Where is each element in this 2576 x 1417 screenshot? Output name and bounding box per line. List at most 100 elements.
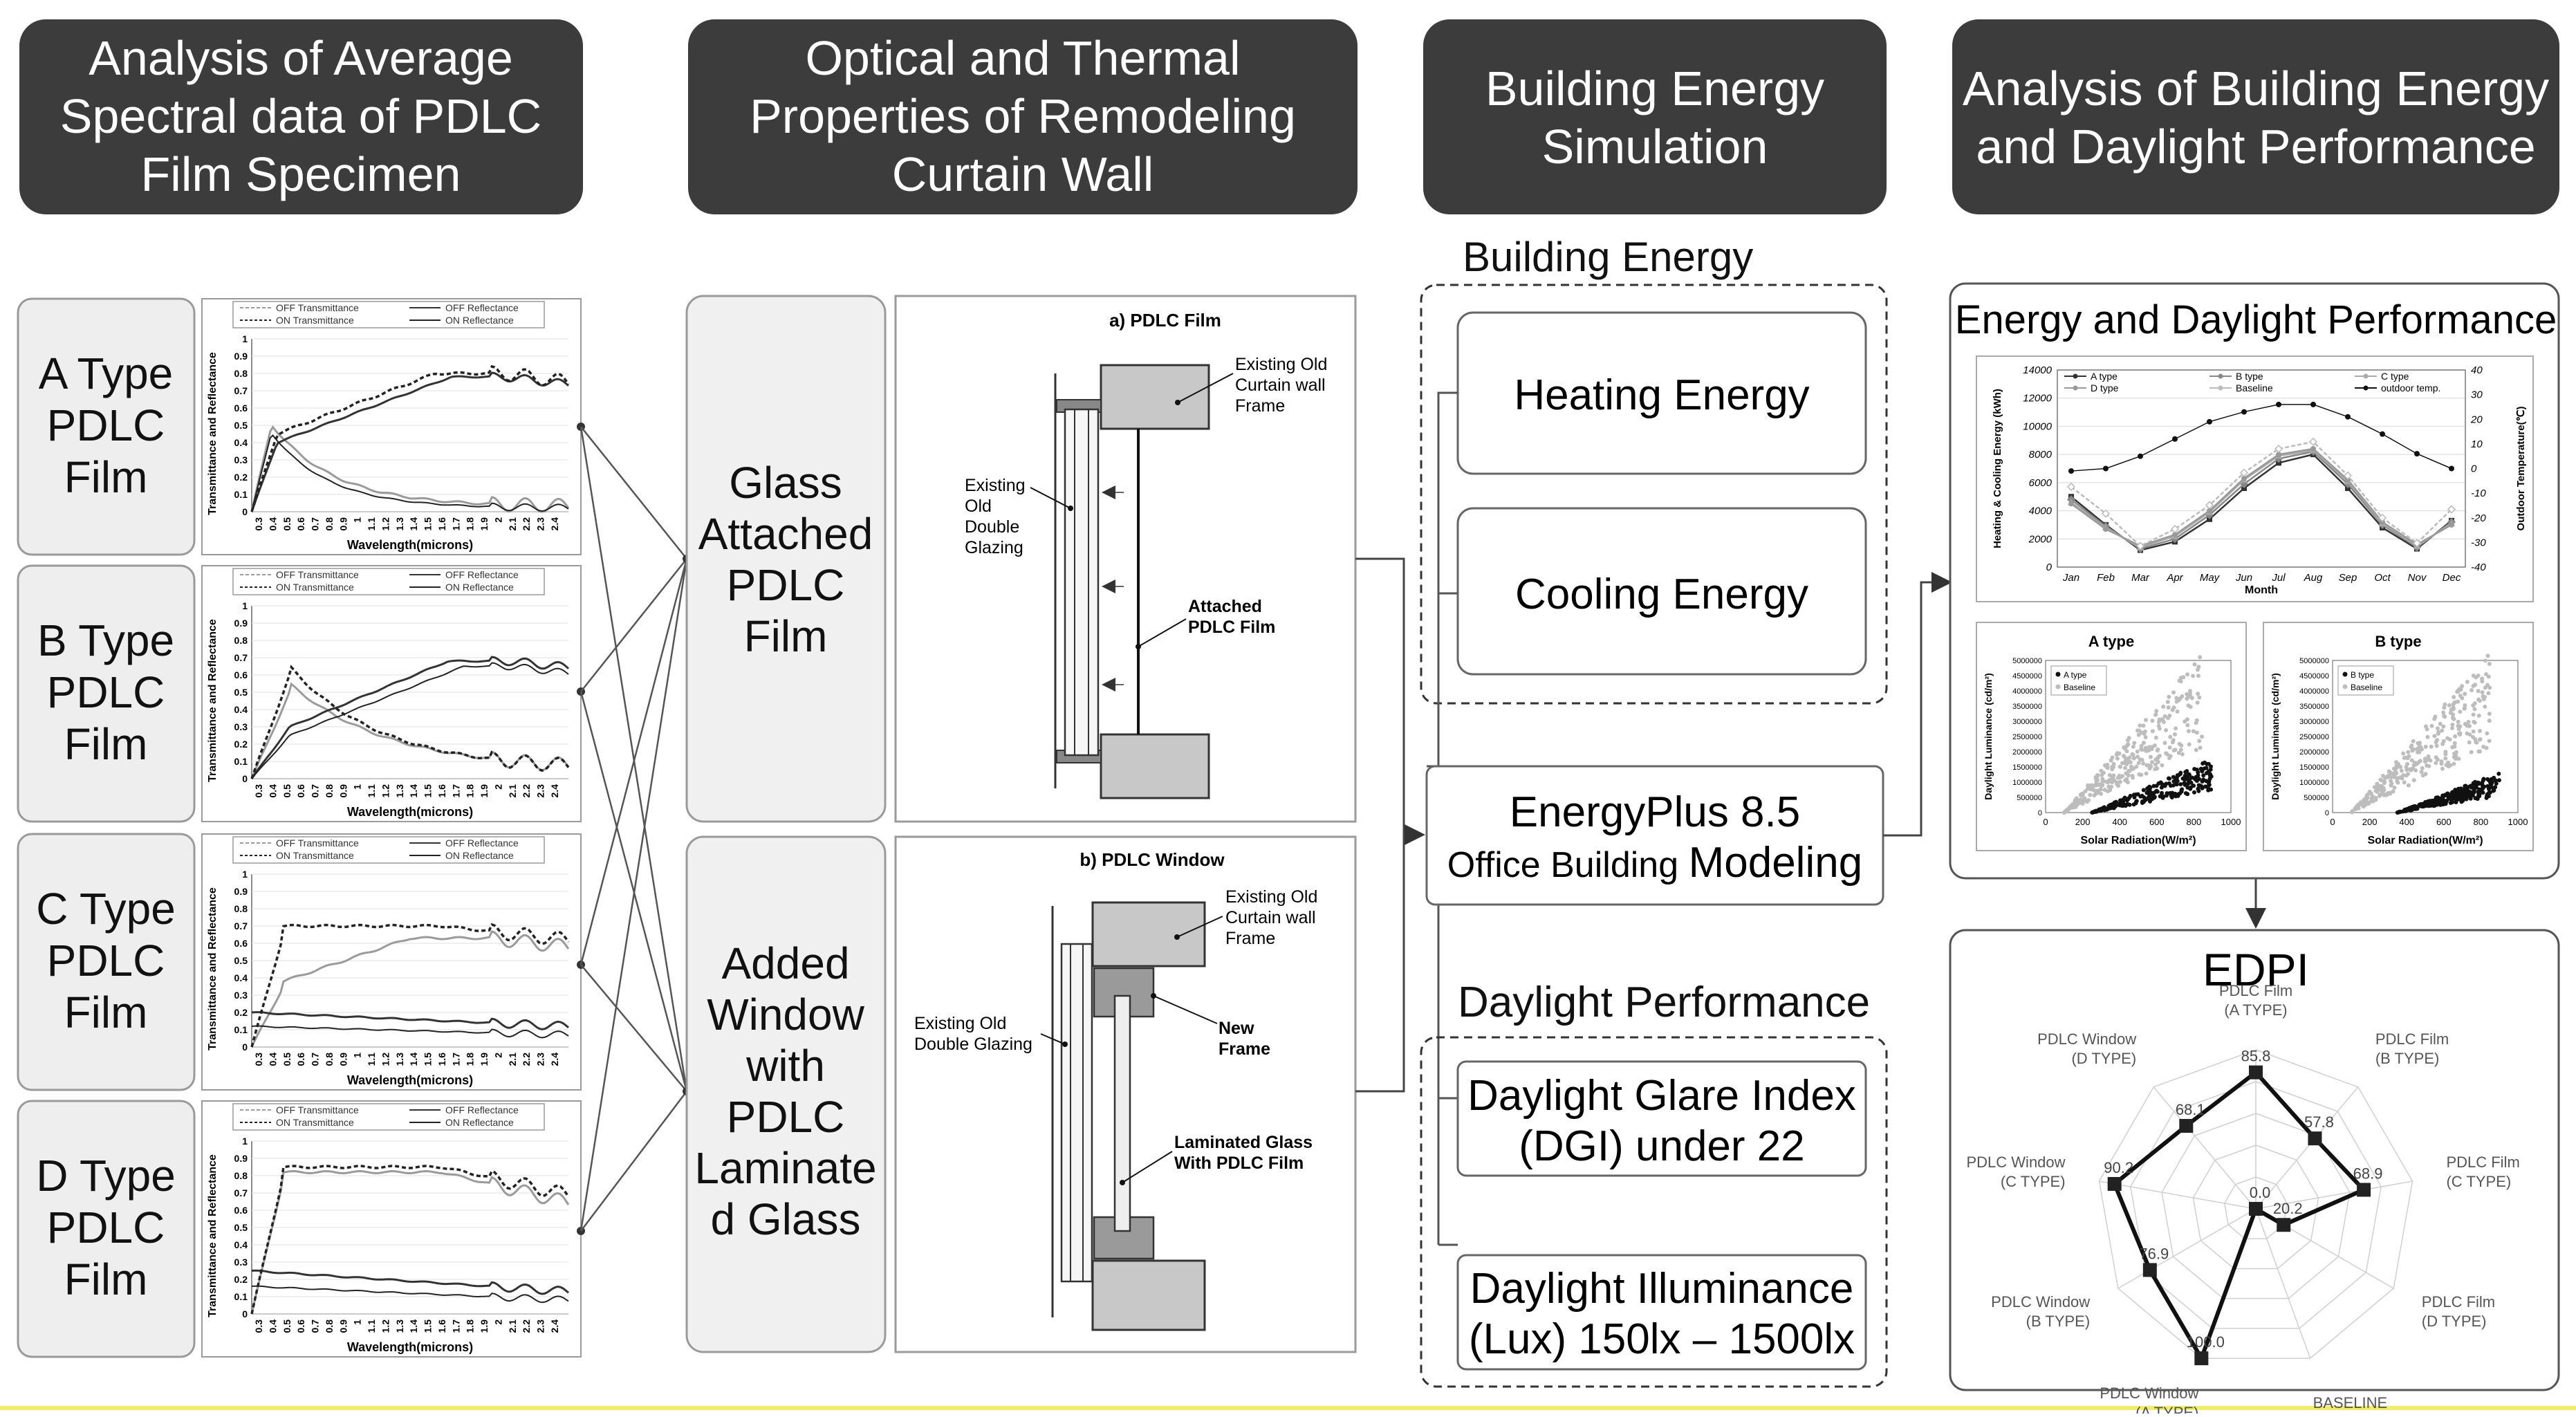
building-energy-title: Building Energy — [1463, 234, 1753, 280]
baseline-point — [2485, 654, 2490, 658]
x-tick-label: 800 — [2474, 817, 2489, 827]
x-tick-label: 1.3 — [394, 1053, 405, 1066]
x-tick-label: 1.8 — [465, 517, 476, 531]
film-type-line2: PDLC — [47, 1203, 165, 1252]
heating-energy-label: Heating Energy — [1514, 371, 1809, 419]
header-energy-daylight-analysis: Analysis of Building Energy and Daylight… — [1952, 19, 2559, 214]
type-point — [2194, 779, 2199, 784]
label-glazing: Old — [965, 497, 992, 516]
series-line — [2070, 447, 2452, 547]
legend-label: OFF Transmittance — [276, 837, 359, 849]
type-point — [2206, 784, 2211, 788]
y-tick-label: 0 — [2038, 809, 2042, 817]
x-tick-label: 0.9 — [337, 517, 349, 531]
x-tick-label: 1.8 — [465, 1053, 476, 1066]
type-point — [2140, 800, 2144, 805]
baseline-point — [2188, 705, 2193, 710]
type-point — [2465, 785, 2470, 790]
legend-label: ON Transmittance — [276, 315, 354, 326]
type-point — [2448, 801, 2453, 806]
data-point — [2345, 414, 2351, 420]
baseline-point — [2187, 742, 2192, 747]
baseline-point — [2487, 661, 2492, 666]
baseline-point — [2423, 724, 2428, 729]
spectral-chart-frame — [201, 565, 582, 822]
baseline-point — [2100, 783, 2105, 788]
baseline-point — [2364, 793, 2369, 797]
legend-label: OFF Transmittance — [276, 1104, 359, 1115]
baseline-point — [2183, 719, 2187, 724]
spectral-curve — [250, 425, 570, 513]
data-point — [2310, 401, 2316, 407]
baseline-point — [2162, 714, 2167, 719]
baseline-point — [2450, 745, 2455, 750]
baseline-point — [2486, 674, 2491, 679]
y-tick-label: 0.3 — [234, 1257, 248, 1268]
baseline-point — [2470, 687, 2474, 692]
y2-tick-label: -10 — [2471, 488, 2486, 499]
y2-tick-label: 10 — [2471, 438, 2483, 450]
baseline-point — [2389, 781, 2394, 786]
type-point — [2206, 761, 2211, 766]
plot-area — [2057, 369, 2466, 568]
x-tick-label: 1 — [352, 1053, 363, 1058]
baseline-point — [2485, 731, 2490, 736]
data-point — [2207, 418, 2212, 425]
type-point — [2174, 776, 2178, 781]
baseline-point — [2096, 782, 2101, 787]
baseline-point — [2165, 700, 2170, 705]
radar-spoke — [2153, 1086, 2257, 1210]
x-tick-label: 1 — [352, 784, 363, 790]
legend-marker — [2218, 385, 2223, 391]
baseline-point — [2373, 788, 2378, 793]
y-tick-label: 0.4 — [234, 972, 248, 983]
y-tick-label: 4000000 — [2299, 687, 2329, 696]
baseline-point — [2121, 753, 2126, 758]
data-point — [2135, 541, 2145, 550]
y-tick-label: 0.5 — [234, 420, 248, 431]
header-line: Properties of Remodeling — [750, 89, 1296, 143]
legend-label: OFF Reflectance — [445, 1104, 519, 1115]
baseline-point — [2174, 699, 2179, 704]
film-type-line3: Film — [64, 452, 148, 502]
type-point — [2423, 804, 2428, 808]
radar-category-label: (D TYPE) — [2422, 1313, 2487, 1330]
baseline-point — [2147, 763, 2151, 768]
data-point — [2172, 436, 2178, 442]
baseline-point — [2142, 731, 2147, 736]
y-tick-label: 0 — [242, 506, 248, 517]
label-new-frame: New — [1218, 1019, 1254, 1038]
type-point — [2178, 781, 2183, 786]
scatter-title: A type — [2088, 633, 2134, 650]
connector-line — [580, 558, 688, 965]
legend-label: ON Reflectance — [445, 1117, 514, 1128]
baseline-point — [2443, 702, 2447, 707]
film-type-line2: PDLC — [47, 667, 165, 717]
data-point — [2207, 508, 2212, 514]
y2-tick-label: -20 — [2471, 512, 2486, 524]
method-line: Glass — [729, 458, 842, 508]
type-point — [2169, 793, 2174, 797]
radar-category-label: PDLC Window — [1967, 1154, 2066, 1171]
data-point — [2310, 446, 2316, 452]
type-point — [2468, 793, 2473, 798]
baseline-point — [2392, 785, 2397, 790]
y-tick-label: 1000000 — [2012, 779, 2042, 787]
y-tick-label: 500000 — [2304, 794, 2329, 802]
type-point — [2156, 781, 2161, 786]
baseline-point — [2460, 696, 2465, 701]
x-tick-label: 0.4 — [267, 1053, 278, 1066]
baseline-point — [2155, 766, 2160, 771]
y-tick-label: 0.7 — [234, 652, 248, 663]
baseline-point — [2174, 726, 2178, 731]
baseline-point — [2388, 770, 2393, 775]
type-point — [2167, 776, 2172, 781]
x-tick-label: 1.8 — [465, 1319, 476, 1333]
spectral-chart-frame — [201, 1100, 582, 1358]
x-tick-label: 2.2 — [521, 1319, 532, 1333]
radar-value-label: 68.1 — [2176, 1101, 2205, 1118]
baseline-point — [2373, 795, 2378, 800]
film-type-name: D Type — [36, 1151, 176, 1201]
label-frame: Frame — [1225, 929, 1275, 948]
baseline-point — [2355, 803, 2360, 808]
